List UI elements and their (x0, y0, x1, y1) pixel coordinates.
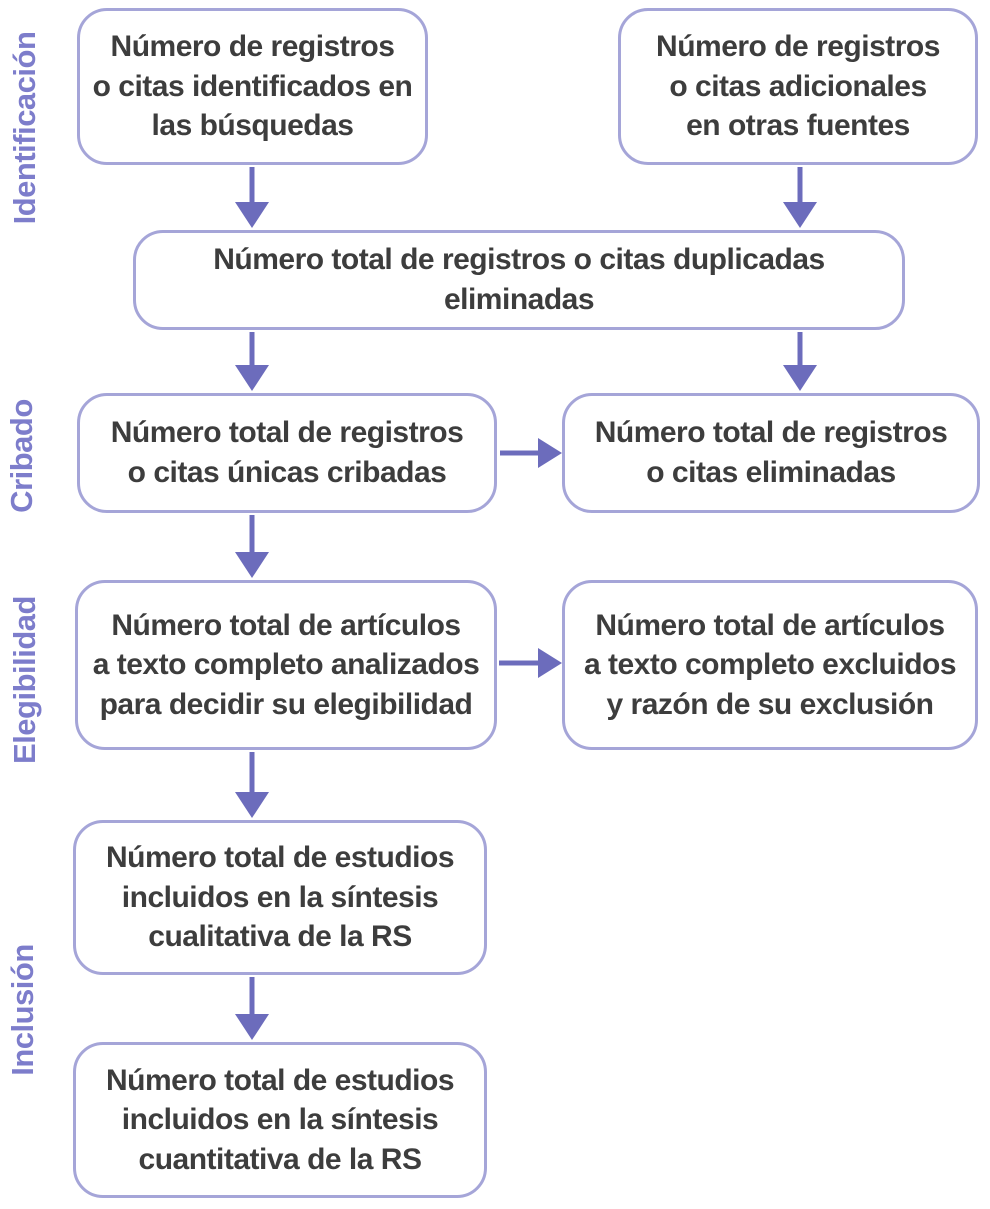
box-text-line: cualitativa de la RS (148, 920, 412, 954)
box-unique-screened: Número total de registros o citas únicas… (77, 393, 497, 513)
box-fulltext-assessed: Número total de artículos a texto comple… (75, 580, 497, 750)
box-text-line: Número total de registros (110, 416, 464, 450)
box-quantitative-synthesis: Número total de estudios incluidos en la… (73, 1042, 487, 1198)
stage-label-elegibilidad: Elegibilidad (7, 596, 42, 764)
arrowhead-icon (235, 1014, 269, 1040)
box-text-line: Número total de artículos (111, 608, 461, 642)
arrow-down-duplicates-to-screened (235, 332, 269, 391)
stage-label-identificacion: Identificación (7, 31, 42, 225)
arrowhead-icon (235, 202, 269, 228)
box-records-identified-searches: Número de registros o citas identificado… (77, 8, 428, 165)
box-text-line: y razón de su exclusión (606, 687, 934, 721)
arrow-right-fulltext-to-excluded (499, 648, 562, 678)
box-qualitative-synthesis: Número total de estudios incluidos en la… (73, 820, 487, 975)
box-text-line: las búsquedas (151, 109, 354, 143)
box-text-line: Número total de artículos (595, 608, 945, 642)
box-fulltext-excluded: Número total de artículos a texto comple… (562, 580, 978, 750)
arrowhead-icon (235, 552, 269, 578)
stage-label-inclusion: Inclusión (5, 944, 40, 1076)
arrow-down-sources-to-duplicates (783, 167, 817, 228)
arrowhead-icon (783, 202, 817, 228)
arrow-down-duplicates-to-removed (783, 332, 817, 391)
box-duplicates-removed: Número total de registros o citas duplic… (133, 230, 905, 330)
arrowhead-icon (235, 792, 269, 818)
box-text-line: o citas eliminadas (646, 456, 896, 489)
stage-label-cribado: Cribado (4, 399, 39, 513)
box-text-line: a texto completo excluidos (583, 648, 957, 682)
box-text-line: eliminadas (443, 283, 595, 316)
box-text-line: Número total de registros (594, 416, 948, 450)
arrow-down-screened-to-fulltext (235, 515, 269, 578)
arrow-down-qualitative-to-quantitative (235, 977, 269, 1040)
arrowhead-icon (235, 365, 269, 391)
arrow-right-screened-to-removed (500, 438, 562, 468)
box-text-line: incluidos en la síntesis (121, 1103, 439, 1137)
box-text-line: incluidos en la síntesis (121, 880, 439, 914)
box-text-line: Número total de registros o citas duplic… (213, 243, 825, 277)
box-text-line: o citas adicionales (669, 69, 927, 103)
arrowhead-icon (538, 648, 562, 678)
box-records-removed: Número total de registros o citas elimin… (562, 393, 980, 513)
box-text-line: para decidir su elegibilidad (99, 687, 473, 721)
box-text-line: Número total de estudios (105, 1063, 455, 1097)
box-records-additional-sources: Número de registros o citas adicionales … (618, 8, 978, 165)
box-text-line: en otras fuentes (686, 109, 910, 143)
arrowhead-icon (783, 365, 817, 391)
box-text-line: a texto completo analizados (92, 648, 480, 682)
arrow-down-searches-to-duplicates (235, 167, 269, 228)
box-text-line: Número total de estudios (105, 841, 455, 875)
box-text-line: Número de registros (110, 30, 395, 64)
box-text-line: o citas únicas cribadas (127, 456, 447, 489)
box-text-line: o citas identificados en (92, 69, 413, 103)
arrow-down-fulltext-to-qualitative (235, 752, 269, 818)
box-text-line: cuantitativa de la RS (138, 1142, 422, 1176)
arrowhead-icon (538, 438, 562, 468)
box-text-line: Número de registros (656, 30, 940, 64)
